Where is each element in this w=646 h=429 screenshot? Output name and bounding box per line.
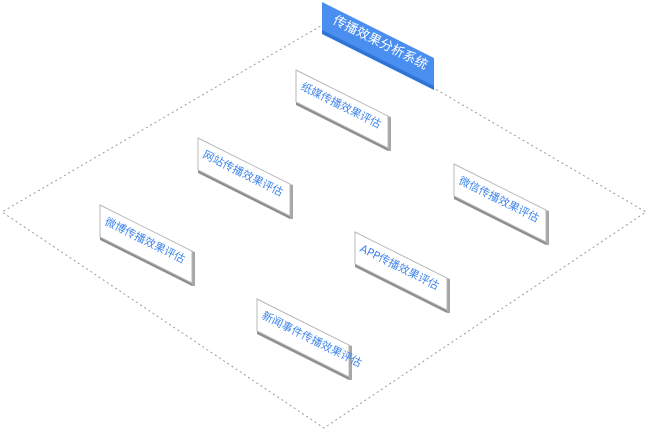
- module-card-side: [192, 251, 195, 286]
- module-card-face: [99, 204, 193, 284]
- module-card-edge: [257, 331, 349, 380]
- module-card-side: [290, 184, 293, 219]
- module-card-face: [354, 231, 448, 311]
- module-card-side: [447, 278, 450, 313]
- module-card: 网站传播效果评估: [197, 137, 293, 219]
- module-card-face: [256, 298, 350, 378]
- module-card-side: [546, 210, 549, 245]
- module-card-side: [349, 345, 352, 380]
- module-card-face: [453, 163, 547, 243]
- platform-outline: [1, 23, 646, 429]
- module-card-edge: [296, 102, 388, 151]
- module-card: 微信传播效果评估: [453, 163, 549, 245]
- module-card-face: [197, 137, 291, 217]
- module-card: 纸媒传播效果评估: [295, 69, 391, 151]
- module-card-face: [295, 69, 389, 149]
- module-card-edge: [198, 170, 290, 219]
- module-card-edge: [454, 196, 546, 245]
- system-title-banner: 传播效果分析系统: [322, 2, 434, 90]
- module-card-edge: [100, 237, 192, 286]
- module-card-edge: [355, 264, 447, 313]
- module-card: 新闻事件传播效果评估: [256, 298, 364, 380]
- module-card: 微博传播效果评估: [99, 204, 195, 286]
- module-card-side: [388, 116, 391, 151]
- title-banner-face: [322, 2, 434, 86]
- module-card: APP传播效果评估: [354, 231, 450, 313]
